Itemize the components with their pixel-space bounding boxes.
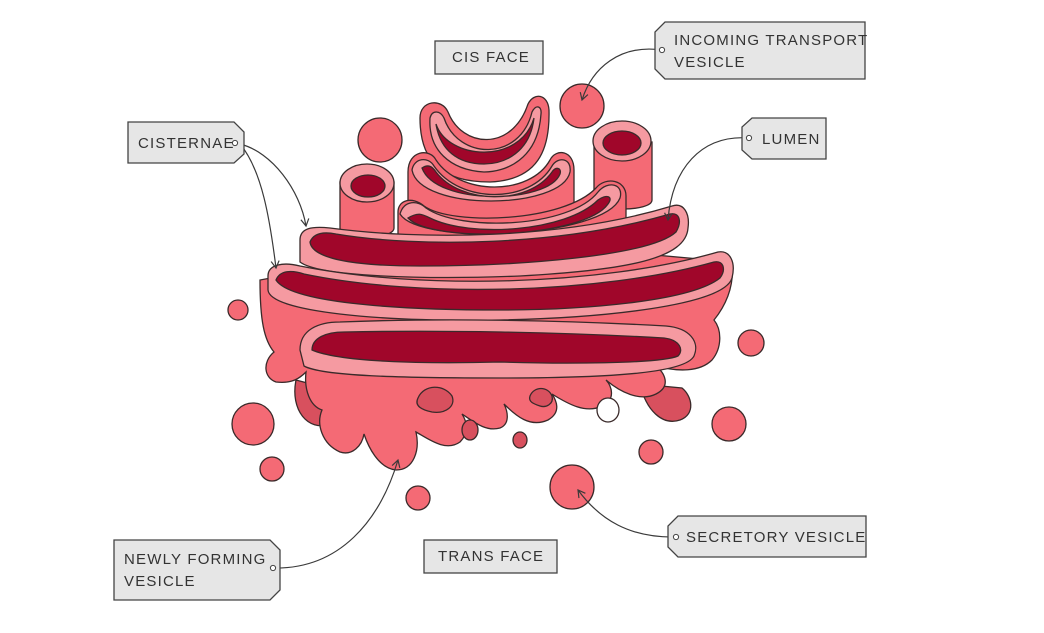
cis-face-text: CIS FACE bbox=[452, 49, 530, 66]
newly-forming-tag: NEWLY FORMING VESICLE bbox=[113, 539, 281, 601]
vesicle bbox=[227, 299, 249, 321]
newly-forming-text-1: NEWLY FORMING bbox=[124, 551, 267, 568]
lumen bbox=[309, 213, 681, 267]
lumen bbox=[275, 261, 725, 311]
incoming-vesicle-tag: INCOMING TRANSPORT VESICLE bbox=[654, 21, 868, 80]
lumen bbox=[435, 117, 535, 165]
vesicle bbox=[638, 439, 664, 465]
secretory-vesicle-shape bbox=[549, 464, 595, 510]
lumen bbox=[350, 174, 386, 198]
incoming-vesicle bbox=[559, 83, 605, 129]
trans-face-label: TRANS FACE bbox=[423, 539, 558, 574]
vesicle bbox=[737, 329, 765, 357]
free-vesicles bbox=[227, 83, 765, 511]
lumen bbox=[602, 130, 642, 156]
lumen bbox=[311, 330, 682, 364]
vesicle bbox=[231, 402, 275, 446]
body-hole bbox=[416, 386, 454, 413]
trans-body bbox=[259, 204, 734, 471]
cis-cisternae bbox=[339, 95, 653, 251]
lumen-arrow bbox=[664, 137, 751, 222]
vesicle bbox=[357, 117, 403, 163]
cisternae-arrow-2 bbox=[239, 143, 310, 228]
body-hole bbox=[461, 419, 479, 441]
secretory-vesicle-tag: SECRETORY VESICLE bbox=[667, 515, 867, 558]
body-hole bbox=[596, 397, 620, 423]
cisternae-text: CISTERNAE bbox=[138, 135, 235, 152]
callout-arrows bbox=[239, 48, 751, 569]
cisternae-tag: CISTERNAE bbox=[127, 121, 245, 164]
newly-forming-arrow bbox=[271, 458, 401, 569]
cisternae-arrow-1 bbox=[239, 143, 280, 270]
vesicle bbox=[259, 456, 285, 482]
newly-forming-text-2: VESICLE bbox=[124, 573, 196, 590]
body-hole bbox=[528, 387, 553, 408]
vesicle bbox=[711, 406, 747, 442]
vesicle bbox=[405, 485, 431, 511]
incoming-text-2: VESICLE bbox=[674, 54, 746, 71]
lumen-text: LUMEN bbox=[762, 131, 821, 148]
body-hole bbox=[512, 431, 528, 449]
lumen-tag: LUMEN bbox=[741, 117, 827, 160]
cis-face-label: CIS FACE bbox=[434, 40, 544, 75]
incoming-text-1: INCOMING TRANSPORT bbox=[674, 32, 868, 49]
trans-face-text: TRANS FACE bbox=[438, 548, 544, 565]
incoming-arrow bbox=[579, 48, 663, 102]
lumen bbox=[421, 165, 562, 198]
secretory-arrow bbox=[577, 489, 677, 538]
secretory-text: SECRETORY VESICLE bbox=[686, 529, 866, 546]
